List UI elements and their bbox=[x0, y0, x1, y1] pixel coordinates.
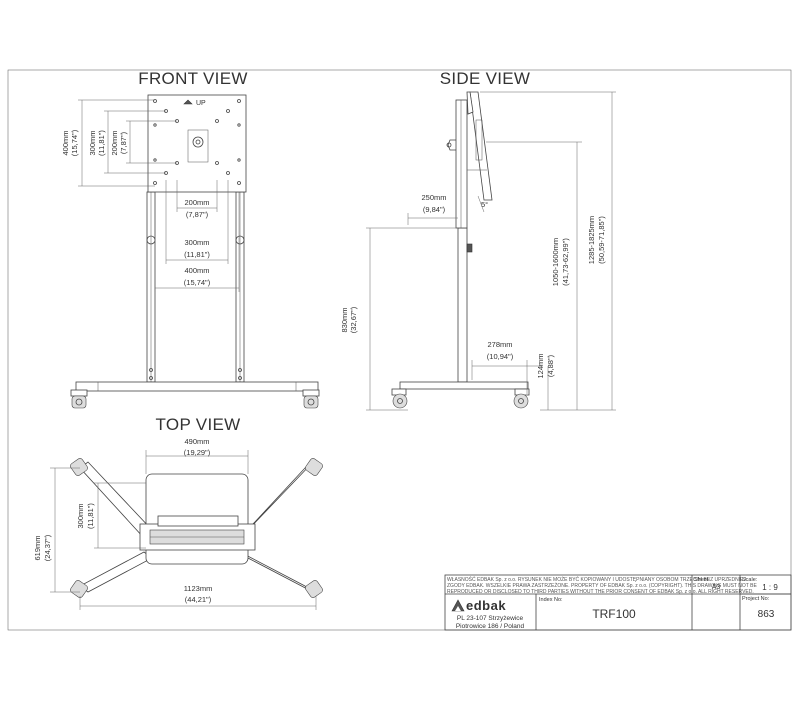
side-caster-right bbox=[513, 388, 530, 409]
scale-value: 1 : 9 bbox=[762, 583, 778, 592]
sheet-border bbox=[7, 69, 792, 631]
side-base bbox=[399, 381, 529, 390]
side-view-title: SIDE VIEW bbox=[440, 69, 531, 88]
sheet-value: A3 bbox=[712, 584, 721, 591]
project-label: Project No: bbox=[742, 596, 770, 602]
side-range1-in: (41,73-62,99") bbox=[561, 238, 570, 286]
notice-line-2: ZGODY EDBAK. WSZELKIE PRAWA ZASTRZEŻONE.… bbox=[447, 582, 757, 589]
top-dim-1123-mm: 1123mm bbox=[184, 584, 213, 593]
up-label: UP bbox=[196, 100, 206, 107]
side-range2-mm: 1285-1825mm bbox=[587, 216, 596, 264]
side-handle bbox=[447, 139, 456, 151]
project-value: 863 bbox=[758, 609, 775, 620]
side-column bbox=[457, 227, 468, 383]
front-hdim-300-mm: 300mm bbox=[184, 238, 209, 247]
side-range2-in: (50,59-71,85") bbox=[597, 216, 606, 264]
front-dim-200-in: (7,87") bbox=[119, 131, 128, 154]
top-dim-300-mm: 300mm bbox=[76, 503, 85, 528]
front-caster-right bbox=[302, 389, 320, 409]
side-dim-124-mm: 124mm bbox=[536, 353, 545, 378]
side-knob bbox=[466, 243, 473, 253]
front-view-title: FRONT VIEW bbox=[138, 69, 247, 88]
front-view: FRONT VIEW UP bbox=[61, 69, 320, 409]
side-upper-column bbox=[455, 99, 468, 229]
side-range1-mm: 1050-1600mm bbox=[551, 238, 560, 286]
front-dim-400-in: (15,74") bbox=[70, 129, 79, 156]
side-dims bbox=[366, 91, 616, 411]
front-caster-left bbox=[70, 389, 88, 409]
side-dim-250-in: (9,84") bbox=[423, 205, 446, 214]
front-vertical-dims bbox=[78, 99, 177, 187]
index-label: Index No: bbox=[539, 597, 563, 603]
front-hdim-400-mm: 400mm bbox=[184, 266, 209, 275]
front-hdim-300-in: (11,81") bbox=[184, 250, 210, 259]
top-dim-1123-in: (44,21") bbox=[185, 595, 212, 604]
top-dims bbox=[50, 450, 317, 610]
front-horizontal-dims bbox=[154, 180, 240, 292]
side-dim-angle: 5° bbox=[481, 200, 488, 209]
edbak-logo-text: edbak bbox=[466, 598, 506, 613]
title-block: WŁASNOŚĆ EDBAK Sp. z o.o. RYSUNEK NIE MO… bbox=[444, 574, 792, 631]
top-legs bbox=[70, 458, 323, 598]
address-line-1: PL 23-107 Strzyżewice bbox=[457, 615, 524, 622]
top-dim-619-mm: 619mm bbox=[33, 535, 42, 560]
front-base bbox=[75, 381, 319, 392]
side-dim-124-in: (4,88") bbox=[546, 354, 555, 377]
top-dim-490-mm: 490mm bbox=[184, 437, 209, 446]
notice-line-3: REPRODUCED OR DISCLOSED TO THIRD PARTIES… bbox=[447, 589, 754, 595]
side-dim-250-mm: 250mm bbox=[421, 193, 446, 202]
top-view: TOP VIEW bbox=[33, 415, 323, 610]
side-tilt-bracket bbox=[469, 91, 493, 201]
front-hdim-400-in: (15,74") bbox=[184, 278, 211, 287]
top-view-title: TOP VIEW bbox=[156, 415, 241, 434]
address-line-2: Piotrowice 186 / Poland bbox=[456, 623, 525, 630]
front-dim-200-mm: 200mm bbox=[110, 130, 119, 155]
top-dim-490-in: (19,29") bbox=[184, 448, 211, 457]
front-dim-300-mm: 300mm bbox=[88, 130, 97, 155]
scale-label: Scale: bbox=[742, 577, 758, 583]
notice-line-1: WŁASNOŚĆ EDBAK Sp. z o.o. RYSUNEK NIE MO… bbox=[447, 575, 746, 583]
vesa-holes bbox=[153, 99, 241, 185]
side-view: SIDE VIEW bbox=[340, 69, 616, 411]
side-dim-830-in: (32,67") bbox=[349, 306, 358, 333]
index-value: TRF100 bbox=[592, 607, 636, 621]
front-hdim-200-mm: 200mm bbox=[184, 198, 209, 207]
side-dim-278-in: (10,94") bbox=[487, 352, 514, 361]
front-dim-400-mm: 400mm bbox=[61, 130, 70, 155]
top-dim-619-in: (24,37") bbox=[43, 534, 52, 561]
front-dim-300-in: (11,81") bbox=[97, 130, 106, 156]
side-dim-278-mm: 278mm bbox=[487, 340, 512, 349]
top-dim-300-in: (11,81") bbox=[86, 503, 95, 529]
side-dim-830-mm: 830mm bbox=[340, 307, 349, 332]
sheet-label: Sheet: bbox=[694, 577, 710, 583]
up-arrow-icon bbox=[183, 99, 193, 105]
side-caster-left bbox=[391, 388, 408, 409]
front-hdim-200-in: (7,87") bbox=[186, 210, 209, 219]
